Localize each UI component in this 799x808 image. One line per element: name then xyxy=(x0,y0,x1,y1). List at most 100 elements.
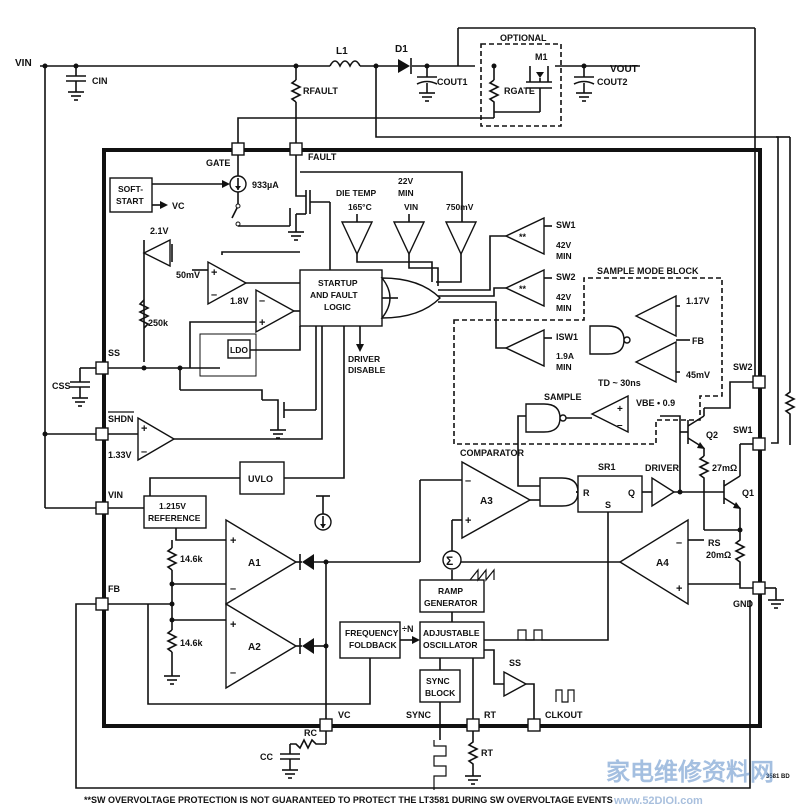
v133-label: 1.33V xyxy=(108,450,132,460)
r20m-label: 20mΩ xyxy=(706,550,731,560)
cmp50-plus: + xyxy=(211,267,217,279)
a3-label: A3 xyxy=(480,496,493,507)
comparator-18v xyxy=(255,288,296,334)
diode-d1 xyxy=(398,58,412,74)
a1-plus: + xyxy=(230,535,236,547)
mv750-label: 750mV xyxy=(446,202,474,212)
v21-label: 2.1V xyxy=(150,226,169,236)
sigma-symbol: Σ xyxy=(446,554,453,568)
pin-gnd-label: GND xyxy=(733,599,754,609)
fault-nmos xyxy=(288,155,331,272)
a3-minus: – xyxy=(465,475,471,487)
capacitor-cout1 xyxy=(416,66,438,102)
css-label: CSS xyxy=(52,381,71,391)
ldo-text: LDO xyxy=(230,345,248,355)
sr-s: S xyxy=(605,500,611,510)
v19-a: 1.9A xyxy=(556,351,574,361)
comparator-sw2 xyxy=(504,268,545,308)
pin-ss xyxy=(95,361,109,375)
a4-plus: + xyxy=(676,583,682,595)
pin-rt xyxy=(466,718,480,732)
mv50-label: 50mV xyxy=(176,270,200,280)
v117-label: 1.17V xyxy=(686,296,710,306)
startup-text-3: LOGIC xyxy=(324,302,351,312)
driver-label: DRIVER xyxy=(645,463,680,473)
cout1-label: COUT1 xyxy=(437,77,468,87)
cin-label: CIN xyxy=(92,76,108,86)
comparator-sw1 xyxy=(504,216,545,256)
pin-rt-label: RT xyxy=(484,710,496,720)
temp-165-label: 165°C xyxy=(348,202,372,212)
pin-shdn-label: SHDN xyxy=(108,414,134,424)
comparator-750mv xyxy=(444,221,478,256)
sr1-latch xyxy=(577,475,643,513)
capacitor-cout2 xyxy=(573,66,595,102)
rs-label: RS xyxy=(708,538,721,548)
pin-shdn xyxy=(95,427,109,441)
uvlo-text: UVLO xyxy=(248,474,273,484)
resistor-rfault xyxy=(290,66,302,143)
d1-label: D1 xyxy=(395,44,408,55)
vin-cmp-label: VIN xyxy=(404,202,418,212)
inductor-l1 xyxy=(329,60,361,68)
v42-c: 42V xyxy=(556,292,571,302)
clamp-21v xyxy=(142,238,173,362)
pin-fb-label: FB xyxy=(108,584,120,594)
sample-label: SAMPLE xyxy=(544,392,582,402)
a2-label: A2 xyxy=(248,642,261,653)
vc-internal-label: VC xyxy=(172,201,185,211)
pin-clkout xyxy=(527,718,541,732)
current-933-label: 933µA xyxy=(252,180,279,190)
transistor-q1 xyxy=(723,443,753,530)
divn-label: ÷N xyxy=(402,624,413,634)
resistor-14k6-b xyxy=(166,629,178,653)
pin-vc xyxy=(319,718,333,732)
cc-label: CC xyxy=(260,752,273,762)
pin-fault xyxy=(289,142,303,156)
a3-plus: + xyxy=(465,515,471,527)
nand-gate-sample xyxy=(525,403,561,433)
sw1-stars: ** xyxy=(519,232,527,242)
amplifier-a4 xyxy=(618,518,689,606)
capacitor-css xyxy=(70,367,96,407)
watermark-url: www.52DIOI.com xyxy=(613,795,703,807)
pin-vin xyxy=(95,501,109,515)
vbe-plus: + xyxy=(617,404,623,415)
ldo-block xyxy=(227,339,251,359)
drawing-code: 3581 BD xyxy=(766,774,790,780)
sw2-stars: ** xyxy=(519,284,527,294)
pin-gate-label: GATE xyxy=(206,158,230,168)
clkout-buffer xyxy=(503,670,528,698)
pin-fault-label: FAULT xyxy=(308,152,337,162)
freq-text-2: FOLDBACK xyxy=(349,640,398,650)
v42-a: 42V xyxy=(556,240,571,250)
shdn-plus: + xyxy=(141,423,147,435)
pin-vin-label: VIN xyxy=(108,490,123,500)
osc-text-2: OSCILLATOR xyxy=(423,640,477,650)
v42-b: MIN xyxy=(556,251,572,261)
mv45-label: 45mV xyxy=(686,370,710,380)
shdn-schmitt xyxy=(137,416,176,462)
comparator-label: COMPARATOR xyxy=(460,448,524,458)
comparator-a3 xyxy=(461,460,532,540)
rt-ext-label: RT xyxy=(481,748,493,758)
driver-buffer xyxy=(651,476,676,508)
sw1-cmp-label: SW1 xyxy=(556,220,576,230)
vout-label: VOUT xyxy=(610,64,638,75)
sample-mode-label: SAMPLE MODE BLOCK xyxy=(597,266,699,276)
ramp-text-1: RAMP xyxy=(438,586,463,596)
r27m-label: 27mΩ xyxy=(712,463,737,473)
freq-text-1: FREQUENCY xyxy=(345,628,399,638)
soft-start-text-2: START xyxy=(116,196,145,206)
cmp50-minus: – xyxy=(211,289,217,301)
r146a-label: 14.6k xyxy=(180,554,204,564)
die-temp-label: DIE TEMP xyxy=(336,188,376,198)
vbe-minus: – xyxy=(617,420,623,431)
driver-disable-2: DISABLE xyxy=(348,365,386,375)
a1-label: A1 xyxy=(248,558,261,569)
external-circuit xyxy=(40,27,796,509)
r146b-label: 14.6k xyxy=(180,638,204,648)
resistor-27m xyxy=(698,455,710,530)
capacitor-cin xyxy=(66,66,86,101)
vin-ext-label: VIN xyxy=(15,58,32,69)
